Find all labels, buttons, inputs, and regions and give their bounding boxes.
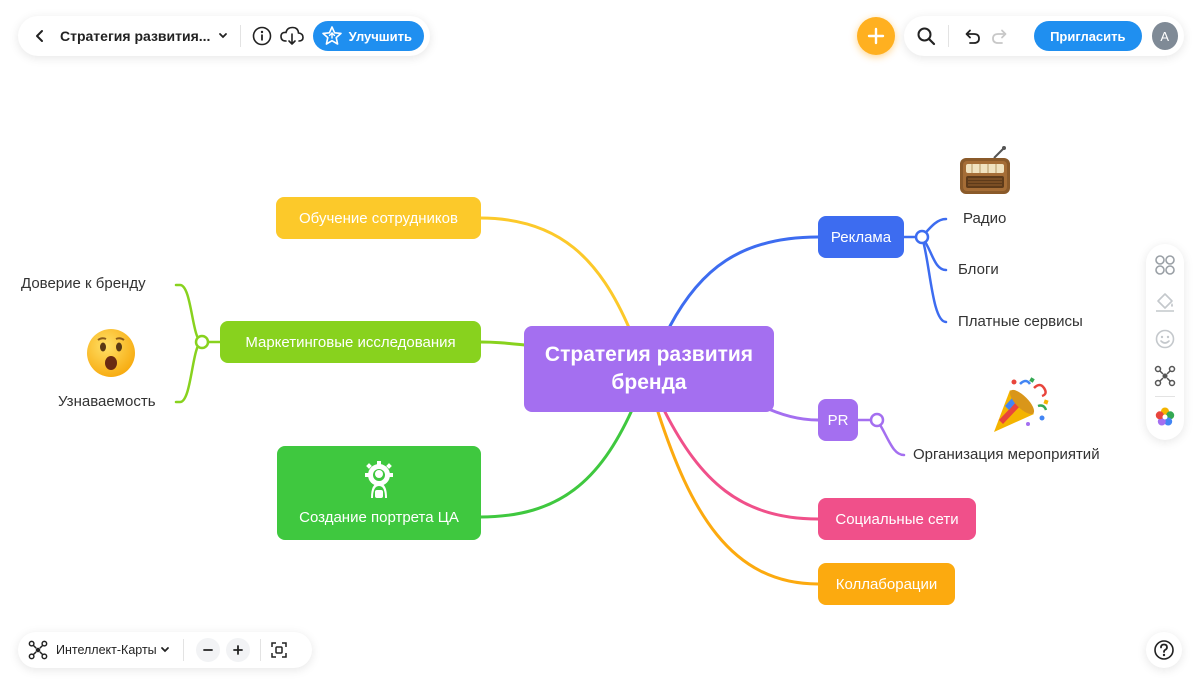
paint-bucket-icon [1156, 292, 1174, 312]
sticker-button[interactable] [1150, 324, 1180, 353]
party-popper-icon [994, 377, 1049, 432]
help-button[interactable] [1146, 632, 1182, 668]
leaf-paid[interactable]: Платные сервисы [958, 313, 1083, 330]
upgrade-button[interactable]: Улучшить [312, 21, 424, 51]
mindmap-structure-icon [28, 640, 48, 660]
info-button[interactable] [247, 21, 277, 51]
style-grid-icon [1155, 254, 1175, 275]
toolbar-divider [948, 25, 950, 47]
connector-trust [174, 283, 223, 344]
branch-training[interactable]: Обучение сотрудников [276, 197, 481, 239]
undo-icon [965, 29, 980, 44]
document-title[interactable]: Стратегия развития... [60, 28, 211, 44]
connector-ads [668, 235, 820, 328]
invite-button[interactable]: Пригласить [1034, 21, 1142, 51]
branch-pr[interactable]: PR [818, 399, 858, 441]
branch-ads[interactable]: Реклама [818, 216, 904, 258]
collapse-handle-ads [914, 229, 930, 245]
branch-social-label: Социальные сети [835, 510, 959, 528]
question-icon [1154, 640, 1174, 660]
branch-ads-label: Реклама [830, 228, 892, 246]
connector-paid [920, 235, 948, 324]
cloud-download-icon [280, 26, 305, 45]
format-sidebar [1146, 244, 1184, 440]
surprised-face-icon [87, 329, 135, 377]
leaf-radio[interactable]: Радио [963, 210, 1007, 227]
collapse-handle-research [194, 334, 210, 350]
redo-icon [991, 29, 1007, 44]
collapse-handle-pr [869, 412, 885, 428]
info-icon [253, 26, 272, 46]
branch-collab-label: Коллаборации [835, 575, 938, 593]
plus-icon [232, 645, 243, 655]
leaf-trust[interactable]: Доверие к бренду [21, 275, 146, 292]
mindmap-structure-icon [1154, 365, 1176, 386]
back-button[interactable] [30, 21, 50, 51]
redo-button[interactable] [986, 21, 1014, 51]
fit-to-screen-button[interactable] [267, 635, 291, 665]
connector-persona [478, 408, 634, 519]
center-node-label: Стратегия развития бренда [544, 343, 754, 394]
title-menu-button[interactable] [212, 21, 234, 51]
smiley-icon [1155, 329, 1175, 348]
map-type-selector[interactable]: Интеллект-Карты [56, 643, 157, 657]
branch-persona-label: Создание портрета ЦА [299, 508, 459, 526]
persona-icon [365, 460, 393, 498]
chevron-left-icon [36, 30, 43, 42]
connector-awareness [174, 340, 204, 404]
color-flower-icon [1155, 407, 1175, 426]
center-node[interactable]: Стратегия развития бренда [524, 326, 774, 412]
avatar[interactable]: А [1151, 22, 1178, 50]
connector-social [663, 410, 820, 521]
document-toolbar: Стратегия развития... Улучшить [18, 16, 430, 56]
branch-research-label: Маркетинговые исследования [245, 333, 456, 351]
leaf-events[interactable]: Организация мероприятий [913, 446, 1100, 463]
branch-training-label: Обучение сотрудников [299, 209, 458, 227]
branch-research[interactable]: Маркетинговые исследования [220, 321, 481, 363]
search-icon [917, 27, 936, 46]
style-button[interactable] [1150, 250, 1180, 279]
add-button[interactable] [857, 17, 895, 55]
zoom-out-button[interactable] [195, 638, 220, 662]
share-toolbar: Пригласить А [904, 16, 1184, 56]
branch-social[interactable]: Социальные сети [818, 498, 976, 540]
star-icon [321, 26, 342, 45]
connector-collab [656, 410, 820, 586]
leaf-awareness[interactable]: Узнаваемость [58, 393, 156, 410]
map-type-dropdown[interactable] [157, 635, 173, 665]
chevron-down-icon [160, 647, 169, 653]
toolbar-divider [240, 25, 242, 47]
view-toolbar: Интеллект-Карты [18, 632, 312, 668]
radio-icon [960, 146, 1010, 194]
branch-persona[interactable]: Создание портрета ЦА [277, 446, 481, 540]
upgrade-label: Улучшить [348, 28, 412, 44]
branch-pr-label: PR [827, 411, 849, 429]
leaf-blogs[interactable]: Блоги [958, 261, 999, 278]
minus-icon [202, 649, 213, 651]
fill-button[interactable] [1150, 287, 1180, 316]
theme-button[interactable] [1150, 403, 1180, 432]
connector-research [478, 340, 527, 347]
search-button[interactable] [912, 21, 940, 51]
cloud-save-button[interactable] [277, 21, 307, 51]
plus-icon [867, 27, 885, 45]
toolbar-divider [182, 639, 184, 661]
zoom-in-button[interactable] [225, 638, 250, 662]
sidebar-divider [1155, 396, 1175, 397]
connector-training [478, 216, 632, 332]
fit-screen-icon [270, 642, 287, 658]
toolbar-divider [259, 639, 261, 661]
chevron-down-icon [219, 33, 228, 39]
structure-button[interactable] [1150, 361, 1180, 390]
branch-collab[interactable]: Коллаборации [818, 563, 955, 605]
map-type-icon-button[interactable] [26, 635, 50, 665]
undo-button[interactable] [957, 21, 985, 51]
